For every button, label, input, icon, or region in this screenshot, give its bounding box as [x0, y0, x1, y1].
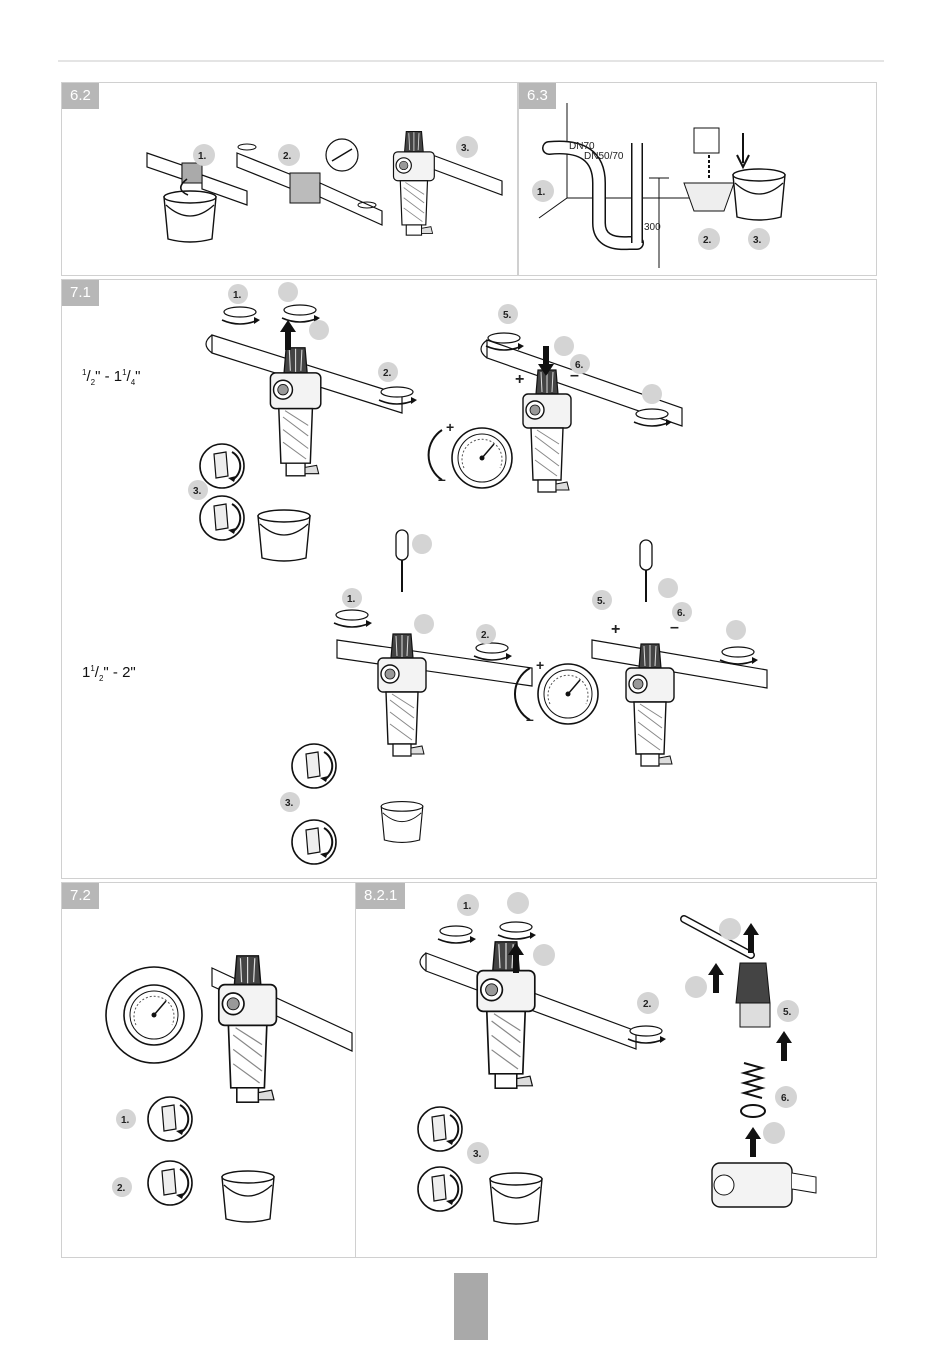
plus-sign: +	[446, 419, 454, 435]
section-6-2: 6.2 1. 2. 3.	[61, 82, 518, 276]
pipe-icon	[427, 153, 502, 195]
top-rule	[58, 60, 884, 62]
step-label: 2.	[383, 368, 392, 379]
step-label: 1.	[463, 901, 472, 912]
step-badge	[726, 620, 746, 640]
step-label: 3.	[473, 1149, 482, 1160]
dn5070-label: DN50/70	[584, 151, 624, 162]
minus-sign: –	[570, 367, 579, 384]
illustration-8-2-1: 1. 2. 3. 5. 6.	[356, 883, 877, 1258]
filter-head-icon	[712, 1163, 816, 1207]
step-badge	[414, 614, 434, 634]
drain-hose-icon	[684, 128, 734, 211]
step-label: 1.	[121, 1115, 130, 1126]
step-label: 2.	[283, 151, 292, 162]
minus-sign: –	[526, 711, 534, 727]
illustration-6-2: 1. 2. 3.	[62, 83, 518, 276]
screwdriver-icon	[684, 919, 751, 955]
step-badge	[719, 918, 741, 940]
step-label: 1.	[198, 151, 207, 162]
plus-sign: +	[515, 371, 524, 388]
step-label: 5.	[783, 1007, 792, 1018]
illustration-7-2: 1. 2.	[62, 883, 356, 1258]
plus-sign: +	[536, 657, 544, 673]
step-label: 1.	[537, 187, 546, 198]
illustration-6-3: DN70 DN50/70 300 1. 2. 3.	[519, 83, 877, 276]
section-6-3: 6.3 DN70 DN50/70 300 1. 2. 3.	[518, 82, 877, 276]
step-badge	[685, 976, 707, 998]
step-label: 3.	[193, 486, 202, 497]
step-label: 2.	[703, 235, 712, 246]
height-label: 300	[644, 222, 661, 233]
step-badge	[658, 578, 678, 598]
step-label: 3.	[461, 143, 470, 154]
spring-icon	[744, 1063, 762, 1098]
section-7-1: 7.1 1/2" - 11/4" 11/2" - 2" 1. 2. 3.	[61, 279, 877, 879]
step-label: 6.	[781, 1093, 790, 1104]
valve-body-icon	[237, 139, 382, 225]
step-label: 1.	[233, 290, 242, 301]
step-label: 5.	[597, 596, 606, 607]
step-badge	[412, 534, 432, 554]
step-label: 3.	[753, 235, 762, 246]
step-badge	[763, 1122, 785, 1144]
step-badge	[507, 892, 529, 914]
step-badge	[642, 384, 662, 404]
step-label: 1.	[347, 594, 356, 605]
step-label: 3.	[285, 798, 294, 809]
step-label: 6.	[677, 608, 686, 619]
step-label: 2.	[117, 1183, 126, 1194]
minus-sign: –	[670, 619, 679, 636]
illustration-7-1: 1. 2. 3. 5. 6. + – + –	[62, 280, 877, 879]
page-number-tab	[454, 1273, 488, 1340]
section-7-2: 7.2 1. 2.	[61, 882, 356, 1258]
step-badge	[533, 944, 555, 966]
step-badge	[309, 320, 329, 340]
section-8-2-1: 8.2.1 1. 2. 3. 5.	[355, 882, 877, 1258]
step-badge	[278, 282, 298, 302]
minus-sign: –	[438, 471, 446, 487]
step-badge	[554, 336, 574, 356]
step-label: 5.	[503, 310, 512, 321]
step-label: 2.	[643, 999, 652, 1010]
plus-sign: +	[611, 621, 620, 638]
step-label: 2.	[481, 630, 490, 641]
